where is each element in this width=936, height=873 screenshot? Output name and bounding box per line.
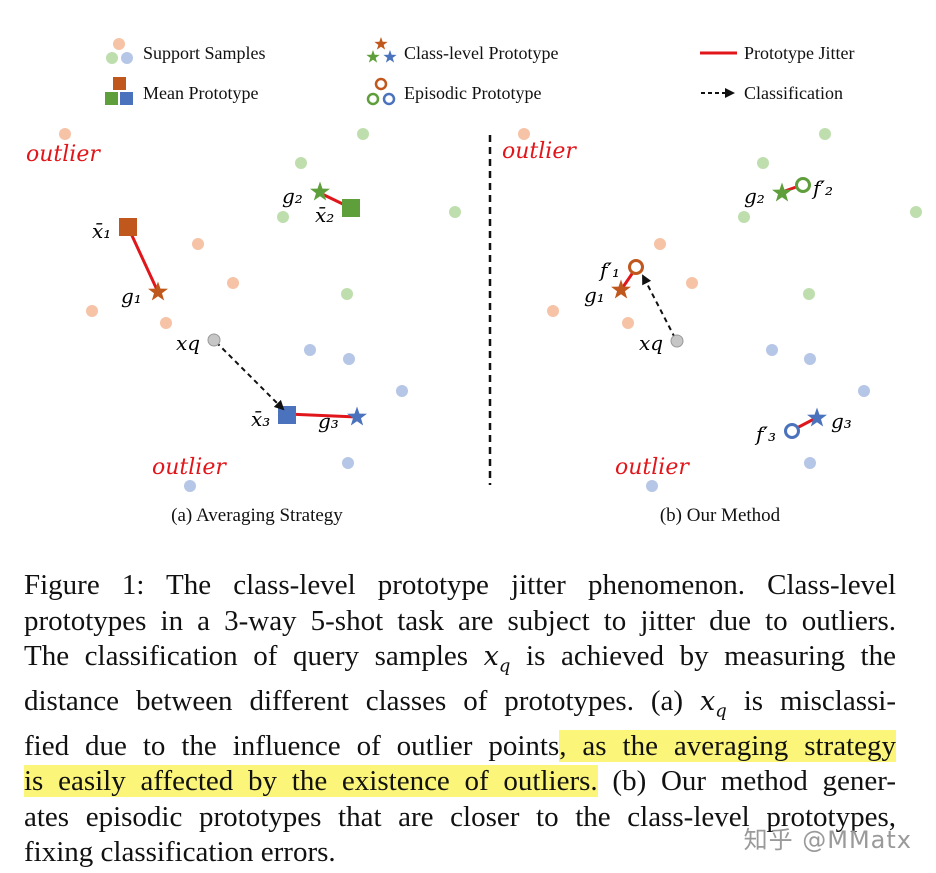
- caption-line-5-a: fied due to the influence of outlier poi…: [24, 729, 560, 762]
- caption-line-3-b: is achieved by measuring the: [510, 640, 896, 672]
- panel-b-outlier-top: outlier: [502, 139, 577, 164]
- math-q: q: [715, 700, 727, 722]
- panel-b: outlier outlier f′₁ g₁ g₂ f′₂ f′₃ g₃ xq …: [502, 128, 922, 526]
- support-samples-legend-icon: [106, 38, 133, 64]
- caption-line-2: prototypes in a 3-way 5-shot task are su…: [24, 604, 896, 637]
- panel-b-label-g3: g₃: [831, 409, 852, 433]
- panel-b-label-xq: xq: [639, 331, 663, 355]
- panel-b-query-sample: [670, 334, 684, 348]
- legend-episodic-prototype: Episodic Prototype: [404, 83, 542, 103]
- legend-classification: Classification: [744, 83, 843, 103]
- panel-a-label-g1: g₁: [121, 284, 142, 308]
- panel-b-label-f3: f′₃: [754, 422, 776, 446]
- panel-a-jitter-3: [286, 412, 358, 419]
- panel-a-support-samples: [59, 128, 461, 492]
- panel-b-class-prototype-3: [807, 407, 827, 427]
- math-x: x: [483, 641, 499, 672]
- legend-mean-prototype: Mean Prototype: [143, 83, 258, 103]
- math-xq: xq: [483, 641, 511, 676]
- caption-line-3-a: The classification of query samples: [24, 640, 484, 672]
- caption-line-6: is easily affected by the existence of o…: [24, 764, 896, 800]
- panel-a-mean-prototype-1: [119, 218, 137, 236]
- class-prototype-legend-icon: [366, 37, 397, 63]
- legend-prototype-jitter: Prototype Jitter: [744, 43, 855, 63]
- panel-a-caption: (a) Averaging Strategy: [171, 505, 343, 526]
- panel-b-episodic-prototype-2: [795, 177, 811, 193]
- math-xq: xq: [700, 685, 727, 721]
- caption-line-1: Figure 1: The class-level prototype jitt…: [24, 569, 896, 601]
- caption-line-6-b: (b) Our method gener-: [597, 765, 896, 798]
- panel-a-label-g3: g₃: [318, 409, 339, 433]
- panel-b-support-samples: [518, 128, 922, 492]
- panel-a-label-xq: xq: [176, 331, 200, 355]
- caption-line-4-b: is misclassi-: [726, 684, 896, 717]
- watermark: 知乎 @MMatx: [743, 826, 912, 854]
- panel-b-episodic-prototype-1: [628, 259, 644, 275]
- panel-b-caption: (b) Our Method: [660, 505, 781, 526]
- panel-b-class-prototype-2: [772, 182, 792, 202]
- panel-a-label-xbar2: x̄₂: [315, 203, 334, 227]
- panel-a-outlier-bottom: outlier: [152, 455, 227, 480]
- panel-a-classification-arrow: [215, 341, 285, 411]
- panel-a-query-sample: [207, 333, 221, 347]
- panel-a-label-xbar1: x̄₁: [92, 219, 111, 243]
- panel-b-label-g2: g₂: [744, 184, 765, 208]
- panel-a-mean-prototype-2: [342, 199, 360, 217]
- caption-line-3: The classification of query samples xq i…: [24, 639, 896, 684]
- panel-a: outlier outlier x̄₁ g₁ g₂ x̄₂ x̄₃ g₃ xq …: [26, 128, 461, 526]
- caption-line-5: fied due to the influence of outlier poi…: [24, 729, 896, 765]
- panel-a-label-g2: g₂: [282, 184, 303, 208]
- panel-b-classification-arrow: [642, 274, 676, 339]
- panel-a-class-prototype-3: [347, 406, 367, 426]
- legend-support-samples: Support Samples: [143, 43, 266, 63]
- panel-b-label-g1: g₁: [584, 283, 605, 307]
- panel-b-episodic-prototype-3: [784, 423, 800, 439]
- caption-line-4-a: distance between different classes of pr…: [24, 684, 701, 717]
- legend: Support Samples Mean Prototype Class-lev…: [105, 37, 855, 106]
- panel-b-label-f1: f′₁: [598, 258, 620, 282]
- panel-a-mean-prototype-3: [278, 406, 296, 424]
- panel-a-label-xbar3: x̄₃: [251, 407, 270, 431]
- caption-line-7: ates episodic prototypes that are closer…: [24, 800, 896, 833]
- math-q: q: [498, 655, 511, 677]
- panel-a-class-prototype-1: [148, 281, 168, 301]
- caption-line-4: distance between different classes of pr…: [24, 684, 896, 729]
- legend-class-prototype: Class-level Prototype: [404, 43, 558, 63]
- panel-b-label-f2: f′₂: [811, 176, 833, 200]
- math-x: x: [700, 685, 716, 717]
- panel-a-outlier-top: outlier: [26, 142, 101, 167]
- caption-line-8: fixing classification errors.: [24, 836, 336, 869]
- figure-caption: Figure 1: The class-level prototype jitt…: [24, 568, 896, 871]
- panel-a-jitter-1: [126, 226, 160, 293]
- episodic-prototype-legend-icon: [366, 77, 396, 106]
- figure-1: Support Samples Mean Prototype Class-lev…: [26, 37, 922, 526]
- mean-prototype-legend-icon: [105, 77, 133, 105]
- panel-b-outlier-bottom: outlier: [615, 455, 690, 480]
- caption-highlight-2: is easily affected by the existence of o…: [24, 765, 598, 798]
- caption-highlight-1: , as the averaging strategy: [559, 729, 896, 762]
